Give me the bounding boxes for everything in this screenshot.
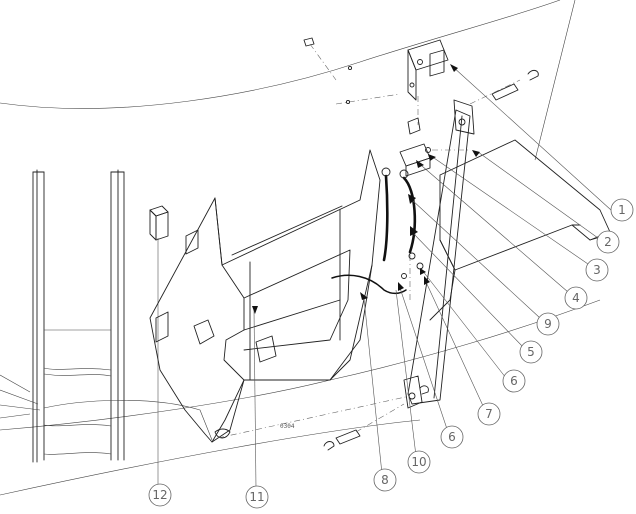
hydraulic-hoses [331,167,424,300]
item-12-clip [149,205,169,485]
svg-text:2: 2 [604,235,612,249]
valve-block [399,143,470,177]
callout-2: 2 [596,230,620,254]
svg-text:8: 8 [381,473,389,487]
callout-12: 12 [148,483,172,507]
svg-text:7: 7 [485,407,493,421]
drawing-ref-code: 0304 [280,423,295,430]
top-bracket [407,39,449,135]
callout-8: 8 [373,468,397,492]
svg-text:9: 9 [544,317,552,331]
callout-9: 9 [536,312,560,336]
hopper-outline [0,0,601,496]
trough-pan: 0304 [211,149,411,443]
svg-text:1: 1 [618,203,626,217]
bolt-top [303,37,401,105]
side-panel [149,197,245,443]
svg-text:12: 12 [152,488,167,502]
callout-7: 7 [477,402,501,426]
svg-text:5: 5 [527,345,535,359]
callout-10: 10 [407,450,431,474]
callout-5: 5 [519,340,543,364]
callout-balloons: 1 2 3 4 9 5 6 7 [148,198,634,509]
callout-11: 11 [245,485,269,509]
leader-lines [253,65,612,489]
callout-6-upper: 6 [502,369,526,393]
callout-6-lower: 6 [440,425,464,449]
svg-text:3: 3 [593,263,601,277]
ladder-frame [0,169,213,463]
svg-text:4: 4 [572,291,580,305]
svg-text:6: 6 [448,430,456,444]
svg-text:11: 11 [249,490,264,504]
svg-text:10: 10 [411,455,426,469]
arrow-heads [252,64,480,314]
swing-arm [403,99,475,409]
callout-3: 3 [585,258,609,282]
pin-top [469,69,539,105]
callout-1: 1 [610,198,634,222]
pin-bottom [323,385,429,451]
callout-4: 4 [564,286,588,310]
svg-text:6: 6 [510,374,518,388]
